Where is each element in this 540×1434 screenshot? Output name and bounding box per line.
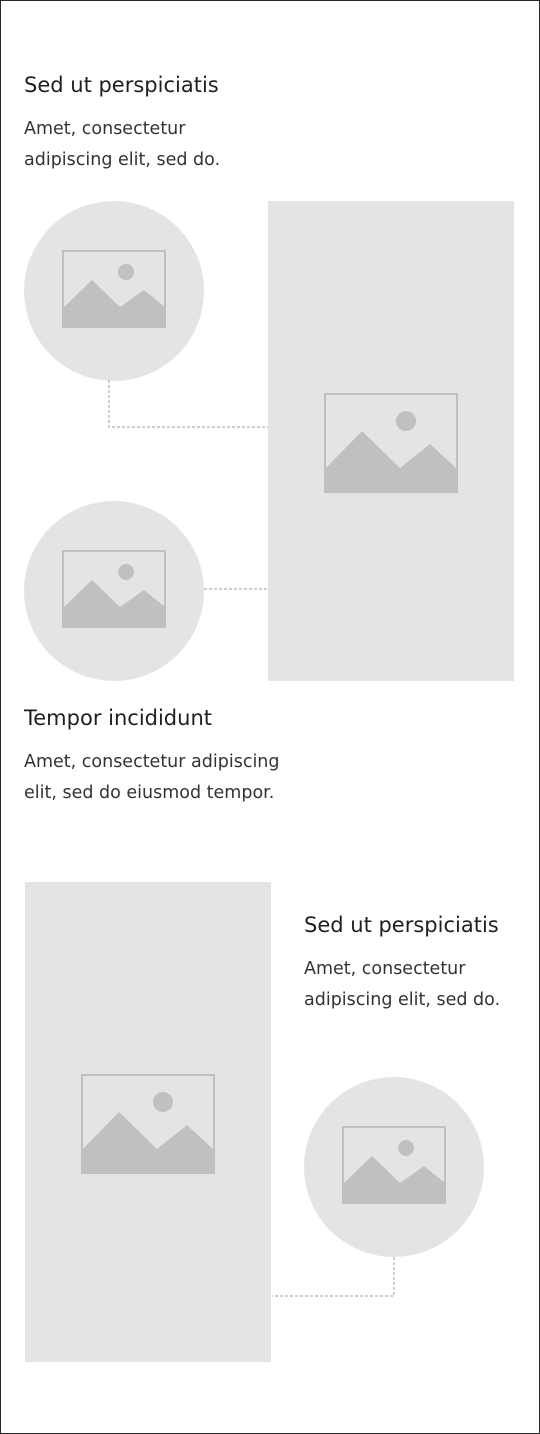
- section-2-body: Amet, consectetur adipiscing elit, sed d…: [24, 747, 280, 809]
- circle-image-2: [24, 501, 204, 681]
- image-placeholder-icon: [342, 1126, 446, 1204]
- image-placeholder-icon: [62, 550, 166, 628]
- circle-image-3: [304, 1077, 484, 1257]
- section-2-title: Tempor incididunt: [24, 706, 212, 730]
- section-3-title: Sed ut perspiciatis: [304, 913, 499, 937]
- section-2-body-line-2: elit, sed do eiusmod tempor.: [24, 783, 275, 803]
- section-3-body: Amet, consectetur adipiscing elit, sed d…: [304, 954, 500, 1016]
- section-2-body-line-1: Amet, consectetur adipiscing: [24, 752, 280, 772]
- section-1-body: Amet, consectetur adipiscing elit, sed d…: [24, 114, 220, 176]
- tall-image-2: [25, 882, 271, 1362]
- section-1-title: Sed ut perspiciatis: [24, 73, 219, 97]
- section-1-body-line-1: Amet, consectetur: [24, 119, 186, 139]
- image-placeholder-icon: [62, 250, 166, 328]
- section-1-body-line-2: adipiscing elit, sed do.: [24, 150, 221, 170]
- tall-image-1: [268, 201, 514, 681]
- section-3-body-line-1: Amet, consectetur: [304, 959, 466, 979]
- circle-image-1: [24, 201, 204, 381]
- section-3-body-line-2: adipiscing elit, sed do.: [304, 990, 501, 1010]
- image-placeholder-icon: [81, 1074, 215, 1174]
- image-placeholder-icon: [324, 393, 458, 493]
